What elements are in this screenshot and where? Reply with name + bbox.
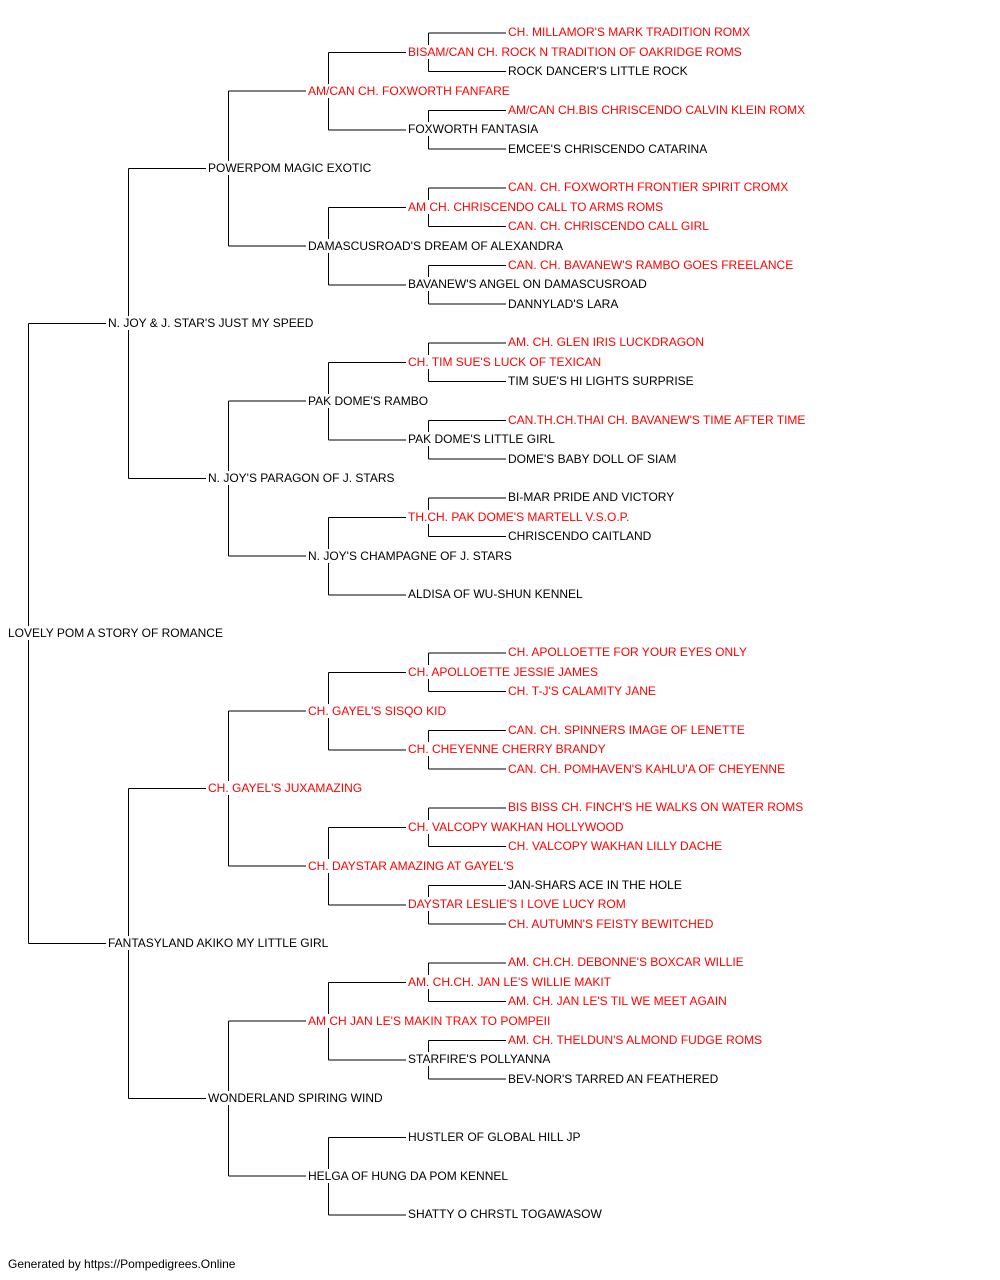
dog-name-sire-dam-dam: N. JOY'S CHAMPAGNE OF J. STARS [307, 548, 513, 563]
dog-name-dam-dam-dam-sire: HUSTLER OF GLOBAL HILL JP [407, 1129, 582, 1144]
dog-name-dam-sire-sire: CH. GAYEL'S SISQO KID [307, 703, 448, 718]
dog-name-sire-dam-sire: PAK DOME'S RAMBO [307, 393, 430, 408]
dog-name-dam-sire-dam-sire-sire: BIS BISS CH. FINCH'S HE WALKS ON WATER R… [507, 800, 805, 815]
dog-name-sire-sire-sire-dam: FOXWORTH FANTASIA [407, 122, 540, 137]
dog-name-sire-dam-sire-sire: CH. TIM SUE'S LUCK OF TEXICAN [407, 354, 603, 369]
dog-name-dam-dam: WONDERLAND SPIRING WIND [207, 1091, 384, 1105]
dog-name-sire-sire-sire-sire-sire: CH. MILLAMOR'S MARK TRADITION ROMX [507, 25, 752, 40]
dog-name-sire-sire-dam: DAMASCUSROAD'S DREAM OF ALEXANDRA [307, 238, 565, 253]
dog-name-sire-dam-sire-dam: PAK DOME'S LITTLE GIRL [407, 432, 556, 447]
dog-name-dam-dam-dam: HELGA OF HUNG DA POM KENNEL [307, 1168, 510, 1183]
dog-name-sire-sire-sire-sire-dam: ROCK DANCER'S LITTLE ROCK [507, 64, 689, 79]
dog-name-dam-sire-dam-sire: CH. VALCOPY WAKHAN HOLLYWOOD [407, 819, 625, 834]
dog-name-dam-dam-sire-sire-dam: AM. CH. JAN LE'S TIL WE MEET AGAIN [507, 994, 728, 1009]
dog-name-dam-sire-dam-sire-dam: CH. VALCOPY WAKHAN LILLY DACHE [507, 839, 724, 854]
dog-name-sire-dam-dam-sire-dam: CHRISCENDO CAITLAND [507, 529, 653, 544]
generated-by-footer: Generated by https://Pompedigrees.Online [8, 1257, 236, 1271]
dog-name-sire-dam-sire-dam-sire: CAN.TH.CH.THAI CH. BAVANEW'S TIME AFTER … [507, 412, 807, 427]
dog-name-sire-sire-sire-dam-sire: AM/CAN CH.BIS CHRISCENDO CALVIN KLEIN RO… [507, 102, 807, 117]
dog-name-sire-sire-sire: AM/CAN CH. FOXWORTH FANFARE [307, 83, 511, 98]
dog-name-sire-dam-sire-sire-sire: AM. CH. GLEN IRIS LUCKDRAGON [507, 335, 706, 350]
dog-name-sire-sire-dam-sire: AM CH. CHRISCENDO CALL TO ARMS ROMS [407, 199, 665, 214]
dog-name-dam-dam-sire-dam-sire: AM. CH. THELDUN'S ALMOND FUDGE ROMS [507, 1032, 764, 1047]
dog-name-dam-sire-sire-dam-sire: CAN. CH. SPINNERS IMAGE OF LENETTE [507, 722, 746, 737]
dog-name-dam-sire-dam-dam-sire: JAN-SHARS ACE IN THE HOLE [507, 877, 683, 892]
dog-name-dam-dam-sire-dam: STARFIRE'S POLLYANNA [407, 1052, 552, 1067]
dog-name-dam-sire: CH. GAYEL'S JUXAMAZING [207, 781, 364, 795]
dog-name-sire-sire-dam-sire-dam: CAN. CH. CHRISCENDO CALL GIRL [507, 219, 710, 234]
dog-name-sire-dam-sire-sire-dam: TIM SUE'S HI LIGHTS SURPRISE [507, 374, 695, 389]
dog-name-subject: LOVELY POM A STORY OF ROMANCE [7, 626, 224, 640]
dog-name-dam-dam-sire-dam-dam: BEV-NOR'S TARRED AN FEATHERED [507, 1071, 720, 1086]
dog-name-sire-sire-sire-dam-dam: EMCEE'S CHRISCENDO CATARINA [507, 141, 709, 156]
dog-name-sire-sire-sire-sire: BISAM/CAN CH. ROCK N TRADITION OF OAKRID… [407, 44, 743, 59]
dog-name-sire-dam-dam-sire-sire: BI-MAR PRIDE AND VICTORY [507, 490, 676, 505]
dog-name-dam-dam-sire: AM CH JAN LE'S MAKIN TRAX TO POMPEII [307, 1013, 552, 1028]
dog-name-dam-sire-dam-dam-dam: CH. AUTUMN'S FEISTY BEWITCHED [507, 916, 715, 931]
dog-name-dam-sire-sire-dam: CH. CHEYENNE CHERRY BRANDY [407, 742, 607, 757]
dog-name-sire: N. JOY & J. STAR'S JUST MY SPEED [107, 316, 315, 330]
dog-name-dam: FANTASYLAND AKIKO MY LITTLE GIRL [107, 936, 330, 950]
dog-name-dam-sire-dam: CH. DAYSTAR AMAZING AT GAYEL'S [307, 858, 515, 873]
dog-name-sire-sire-dam-dam-dam: DANNYLAD'S LARA [507, 296, 620, 311]
dog-name-sire-sire-dam-dam: BAVANEW'S ANGEL ON DAMASCUSROAD [407, 277, 648, 292]
dog-name-dam-sire-dam-dam: DAYSTAR LESLIE'S I LOVE LUCY ROM [407, 897, 627, 912]
dog-name-sire-sire: POWERPOM MAGIC EXOTIC [207, 161, 373, 175]
dog-name-dam-dam-sire-sire-sire: AM. CH.CH. DEBONNE'S BOXCAR WILLIE [507, 955, 745, 970]
dog-name-sire-sire-dam-sire-sire: CAN. CH. FOXWORTH FRONTIER SPIRIT CROMX [507, 180, 790, 195]
dog-name-dam-sire-sire-sire-dam: CH. T-J'S CALAMITY JANE [507, 684, 657, 699]
dog-name-dam-sire-sire-dam-dam: CAN. CH. POMHAVEN'S KAHLU'A OF CHEYENNE [507, 761, 787, 776]
dog-name-sire-dam-dam-dam: ALDISA OF WU-SHUN KENNEL [407, 587, 584, 602]
dog-name-sire-dam: N. JOY'S PARAGON OF J. STARS [207, 471, 396, 485]
dog-name-sire-sire-dam-dam-sire: CAN. CH. BAVANEW'S RAMBO GOES FREELANCE [507, 257, 795, 272]
dog-name-dam-dam-dam-dam: SHATTY O CHRSTL TOGAWASOW [407, 1207, 603, 1222]
dog-name-dam-sire-sire-sire-sire: CH. APOLLOETTE FOR YOUR EYES ONLY [507, 645, 748, 660]
dog-name-sire-dam-sire-dam-dam: DOME'S BABY DOLL OF SIAM [507, 451, 678, 466]
dog-name-dam-dam-sire-sire: AM. CH.CH. JAN LE'S WILLIE MAKIT [407, 974, 612, 989]
dog-name-dam-sire-sire-sire: CH. APOLLOETTE JESSIE JAMES [407, 664, 600, 679]
dog-name-sire-dam-dam-sire: TH.CH. PAK DOME'S MARTELL V.S.O.P. [407, 509, 631, 524]
